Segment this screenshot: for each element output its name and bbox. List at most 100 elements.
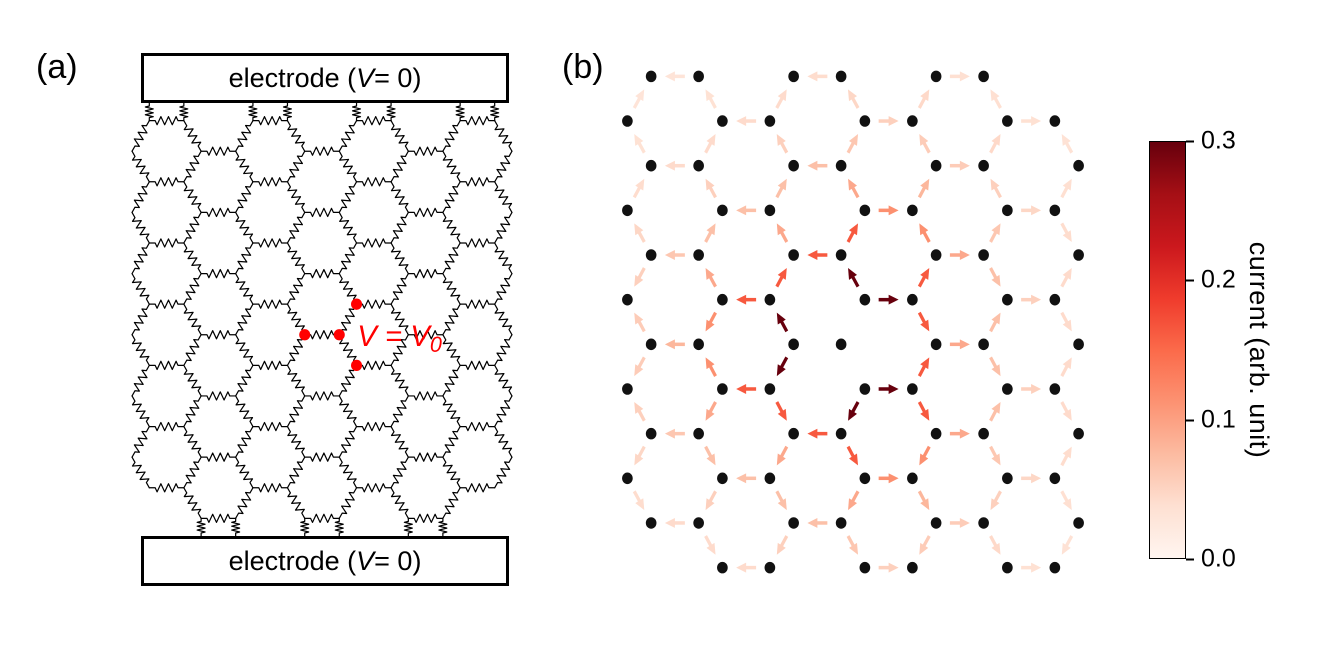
current-arrow [989,267,1001,287]
source-site-dot [333,329,345,341]
current-arrow [634,445,646,466]
lattice-node [645,249,657,261]
resistor [407,391,444,401]
resistor [200,268,237,279]
lattice-node [717,472,728,485]
lattice-node [1002,561,1013,574]
lattice-node [693,517,704,529]
resistor [390,364,409,397]
resistor [459,421,496,432]
resistor [494,181,513,214]
resistor [442,303,461,336]
resistor [148,115,185,126]
lattice-node [1073,517,1084,529]
resistor [407,330,444,340]
tick-label: 0.0 [1201,544,1236,573]
panel-b-label: (b) [562,48,604,86]
current-arrows [632,71,1074,573]
resistor [390,456,409,489]
source-voltage-text: V = V [357,320,433,353]
resistor [407,268,444,279]
resistor [235,303,254,336]
resistor [286,334,306,366]
current-arrow [704,134,716,154]
resistor [403,517,413,536]
current-arrow [705,401,717,421]
current-arrow [705,311,717,332]
lattice-node [859,561,871,574]
resistor [248,103,258,122]
resistor [390,425,409,458]
resistor [355,299,392,309]
resistor [231,517,241,536]
current-arrow [632,178,645,199]
resistor [494,211,513,244]
lattice-node [1049,383,1061,395]
resistor [338,242,358,275]
current-arrow [917,311,930,332]
current-arrow [664,339,685,350]
current-arrow [990,490,1002,511]
lattice-node [764,293,776,306]
resistor [183,395,202,428]
resistor [442,181,461,214]
resistor [459,360,496,371]
tick-mark [1186,419,1194,421]
resistor [183,150,202,183]
resistor [407,146,444,156]
current-arrow [776,134,789,154]
resistor [286,150,306,183]
lattice-node [859,472,871,485]
resistor [304,330,340,340]
current-arrow [1060,311,1072,332]
current-arrow [634,312,646,333]
resistor [338,395,358,428]
panel-a-label: (a) [36,48,78,86]
resistor [252,177,289,187]
lattice-node [835,338,847,351]
resistor [304,452,340,462]
colorbar: 0.3 0.2 0.1 0.0 [1149,127,1236,573]
source-voltage-sub: 0 [430,332,442,357]
current-arrow [776,312,789,333]
resistor [183,334,202,366]
resistor [442,211,461,244]
current-arrow [705,357,717,377]
source-site-dot [299,329,311,341]
resistor [494,395,513,428]
resistor [355,483,392,493]
lattice-node [978,338,989,351]
resistor [148,177,185,187]
current-arrow [846,445,859,466]
current-arrow [775,490,787,511]
resistor [304,207,340,218]
resistor [442,487,461,519]
lattice-node [764,561,776,574]
lattice-node [693,70,704,83]
lattice-node [978,70,989,83]
resistor [252,115,289,126]
lattice-node [835,517,847,529]
source-site-dot [351,298,363,310]
resistor [183,456,202,489]
resistor [438,517,448,536]
resistor [252,483,289,493]
resistor [183,364,202,397]
current-arrow [634,223,646,243]
resistor [351,103,362,122]
resistor [235,273,254,305]
current-arrow [775,268,787,288]
resistor [390,120,409,152]
colorbar-tick: 0.0 [1186,545,1236,574]
resistor [200,330,237,340]
current-arrow [1061,134,1074,154]
resistor [494,242,513,275]
resistor [235,364,254,397]
resistor [200,513,237,524]
current-arrow [917,268,930,288]
current-arrow [1021,205,1042,216]
current-arrow [949,339,970,350]
current-arrow [736,562,757,573]
colorbar-tick: 0.2 [1186,266,1236,295]
electrode-bottom: electrode (V = 0) [141,536,509,586]
